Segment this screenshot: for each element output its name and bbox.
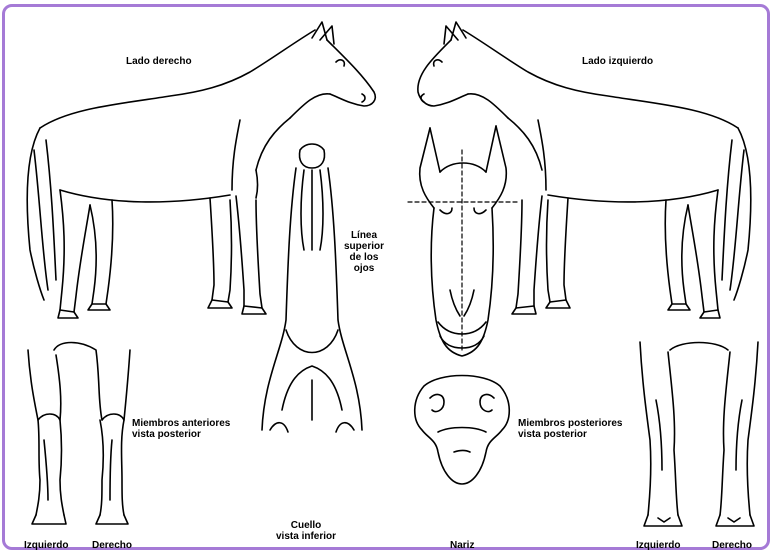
label-muzzle: Nariz xyxy=(450,540,474,551)
forelimbs-posterior-view xyxy=(28,343,130,525)
label-right-hind: Derecho xyxy=(712,540,752,551)
label-right-fore: Derecho xyxy=(92,540,132,551)
label-neck: Cuello vista inferior xyxy=(276,520,336,542)
label-hindlimbs-1: Miembros posteriores xyxy=(518,418,622,429)
label-left-fore: Izquierdo xyxy=(24,540,68,551)
label-left-hind: Izquierdo xyxy=(636,540,680,551)
label-eye-line: Línea superior de los ojos xyxy=(344,230,384,274)
label-forelimbs: Miembros anteriores vista posterior xyxy=(132,418,230,440)
label-right-side: Lado derecho xyxy=(126,56,192,67)
head-front-view xyxy=(408,126,520,356)
hindlimbs-posterior-view xyxy=(640,342,758,526)
muzzle-view xyxy=(415,376,510,485)
label-left-side: Lado izquierdo xyxy=(582,56,653,67)
label-eye-line-3: de los xyxy=(344,252,384,263)
neck-underside-view xyxy=(262,144,362,432)
label-forelimbs-2: vista posterior xyxy=(132,429,230,440)
horse-right-side xyxy=(27,22,375,318)
label-eye-line-1: Línea xyxy=(344,230,384,241)
label-neck-2: vista inferior xyxy=(276,531,336,542)
label-forelimbs-1: Miembros anteriores xyxy=(132,418,230,429)
label-eye-line-2: superior xyxy=(344,241,384,252)
label-neck-1: Cuello xyxy=(276,520,336,531)
label-hindlimbs-2: vista posterior xyxy=(518,429,622,440)
label-hindlimbs: Miembros posteriores vista posterior xyxy=(518,418,622,440)
label-eye-line-4: ojos xyxy=(344,263,384,274)
